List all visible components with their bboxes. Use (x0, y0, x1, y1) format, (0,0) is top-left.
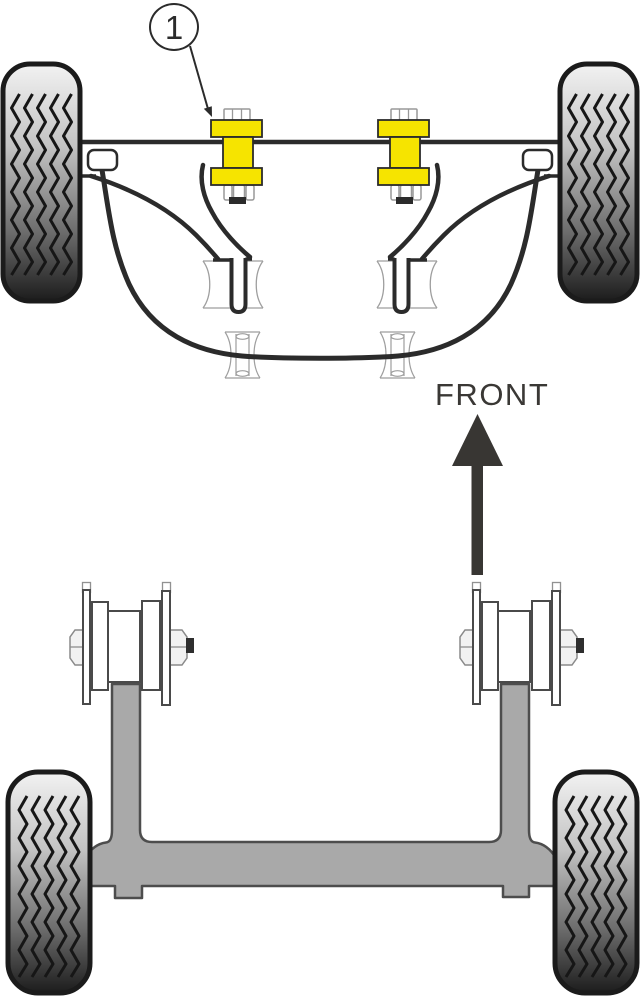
anti-roll-bar (99, 167, 541, 361)
rear-beam-axle (83, 682, 558, 900)
front-label: FRONT (435, 377, 550, 412)
rear-tire-left (8, 772, 90, 993)
arb-clamp-left (86, 148, 119, 172)
arrow-head (452, 414, 503, 466)
front-tire-right (560, 64, 637, 301)
callout-arrowhead-icon (203, 106, 212, 117)
arb-clamp-right (521, 148, 554, 172)
callout-leader-line (189, 45, 209, 110)
callout-number: 1 (164, 8, 184, 46)
rear-tire-right (555, 772, 637, 993)
front-tire-left (3, 64, 80, 301)
front-direction-arrow-icon (452, 414, 503, 575)
callout-1: 1 (149, 3, 199, 51)
arrow-shaft (471, 464, 483, 575)
